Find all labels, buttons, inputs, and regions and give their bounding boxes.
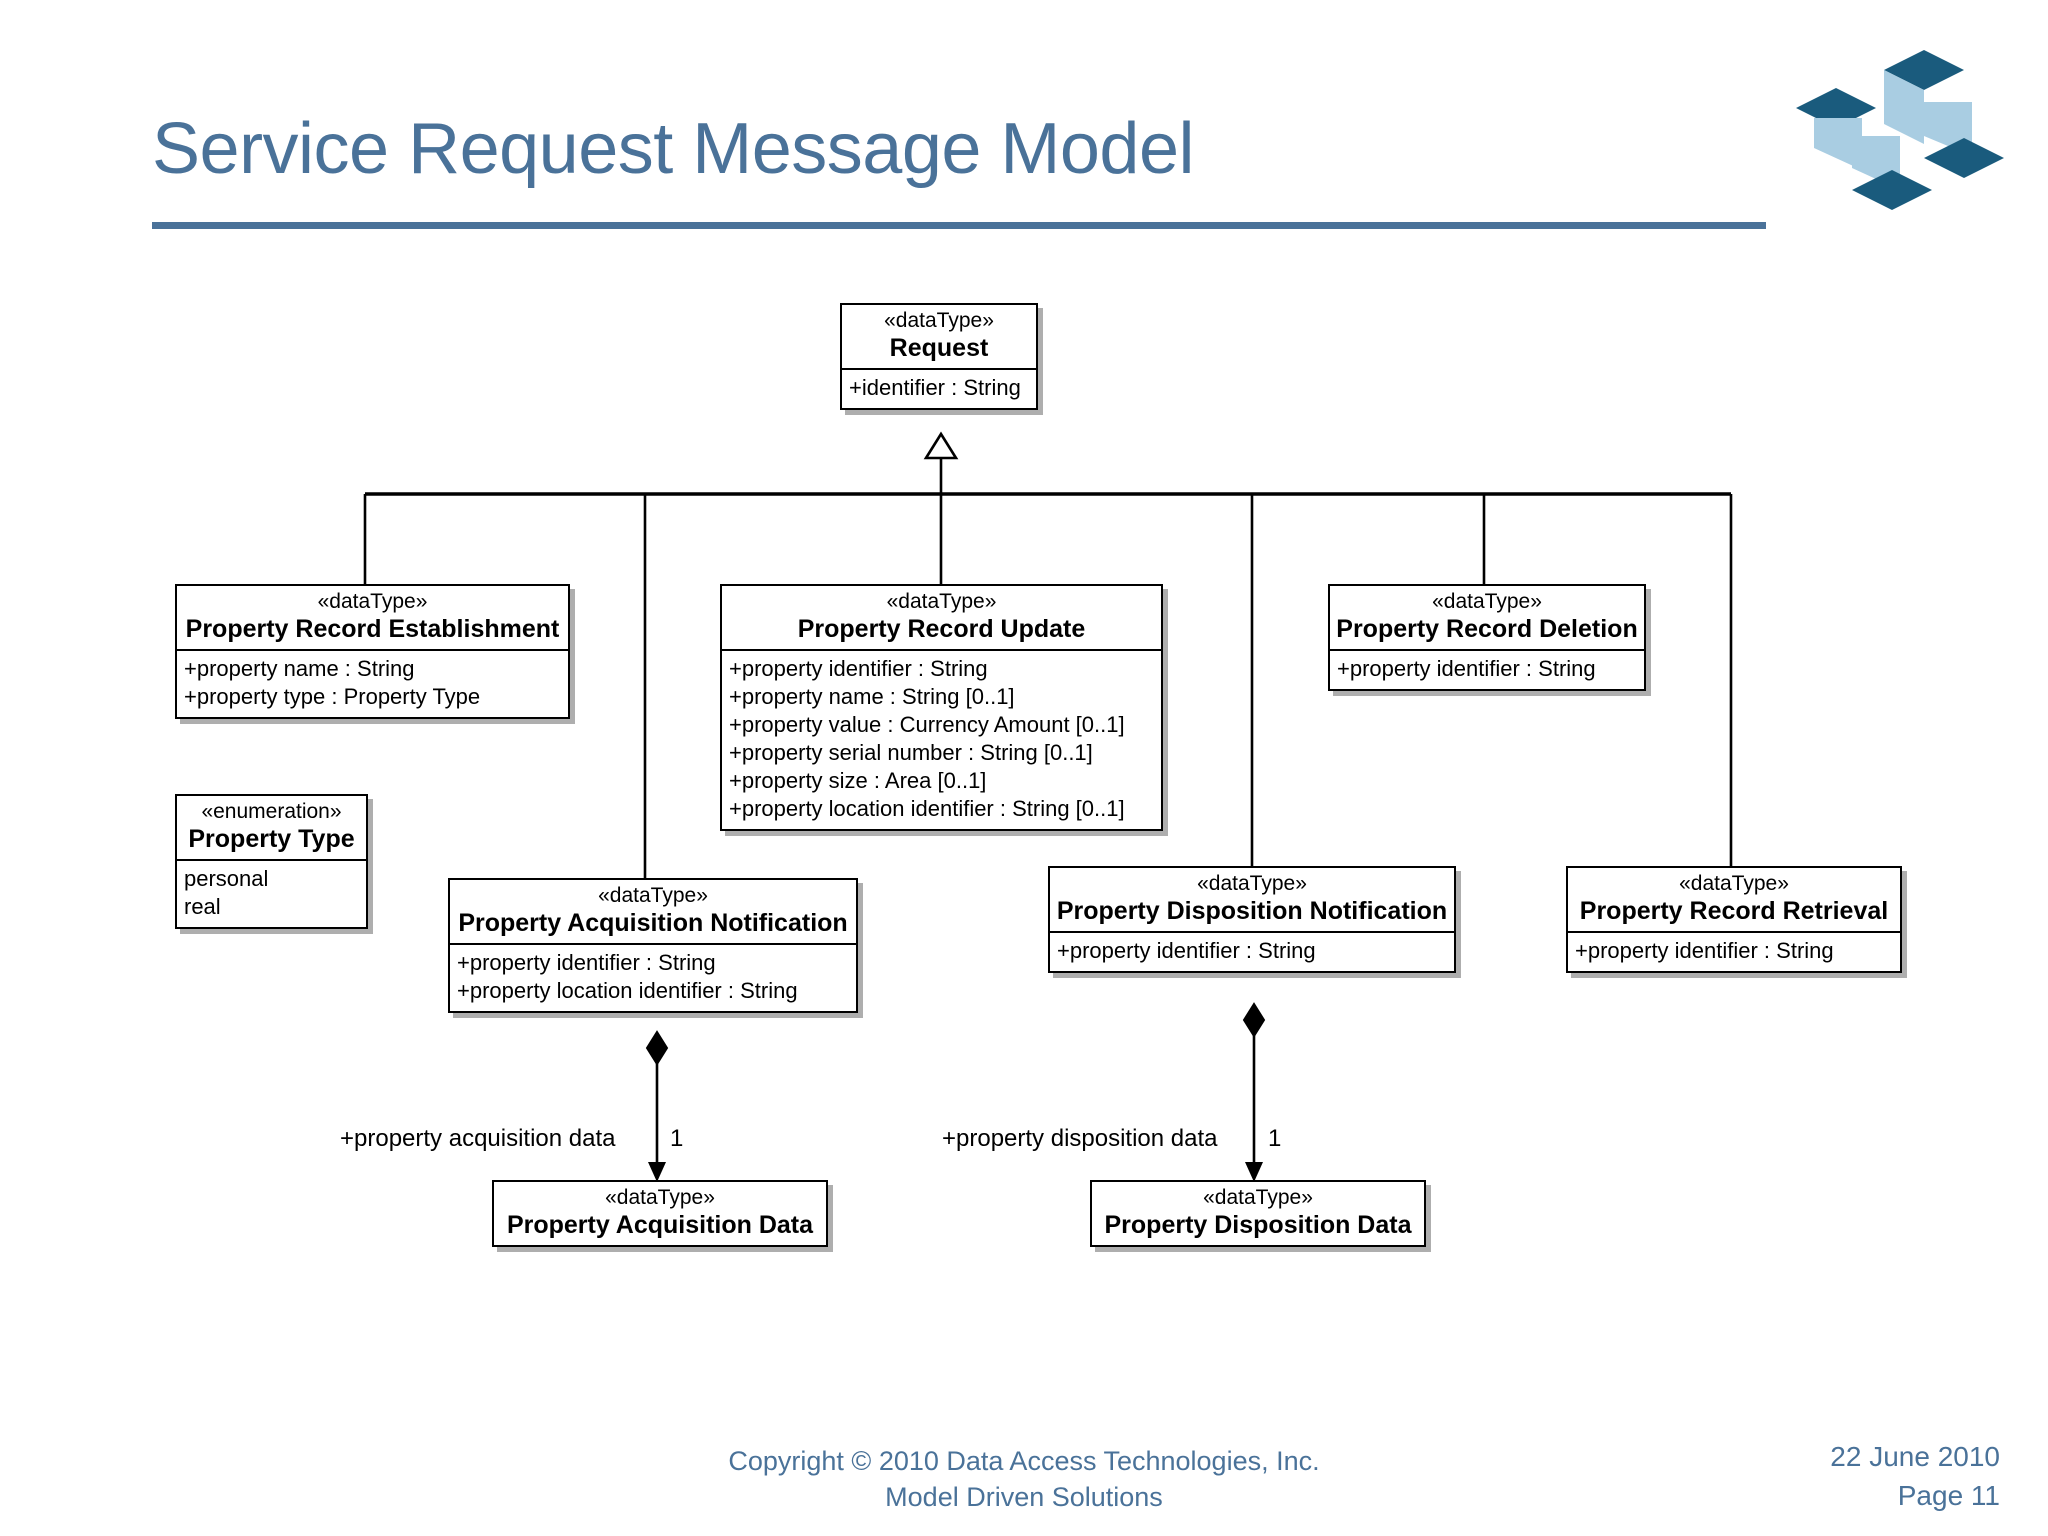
class-attribute: +property name : String [0..1] [729, 684, 1015, 710]
class-box-property-acquisition-notification[interactable]: «dataType» Property Acquisition Notifica… [448, 878, 858, 1014]
class-box-property-record-retrieval[interactable]: «dataType» Property Record Retrieval +pr… [1566, 866, 1902, 974]
enum-literal: personal [184, 866, 269, 892]
class-header: «dataType» Property Acquisition Data [494, 1182, 826, 1245]
class-box-property-acquisition-data[interactable]: «dataType» Property Acquisition Data [492, 1180, 828, 1248]
class-name: Property Acquisition Notification [458, 909, 848, 938]
arrowhead-disposition-icon [1245, 1162, 1263, 1182]
class-stereotype: «enumeration» [201, 800, 342, 823]
footer-copyright-line2: Model Driven Solutions [885, 1482, 1163, 1513]
class-attributes: +identifier : String [842, 370, 1036, 408]
arrowhead-acquisition-icon [648, 1162, 666, 1182]
class-stereotype: «dataType» [886, 590, 997, 613]
class-attributes: personal real [177, 861, 366, 927]
class-attributes: +property identifier : String [1050, 933, 1454, 971]
class-header: «dataType» Property Record Establishment [177, 586, 568, 652]
class-stereotype: «dataType» [1432, 590, 1542, 613]
class-attributes: +property identifier : String +property … [450, 945, 856, 1011]
class-attribute: +property identifier : String [729, 656, 988, 682]
class-attribute: +property serial number : String [0..1] [729, 739, 1093, 765]
class-box-request[interactable]: «dataType» Request +identifier : String [840, 303, 1038, 411]
class-attribute: +identifier : String [849, 375, 1021, 401]
class-attributes: +property name : String +property type :… [177, 651, 568, 717]
class-stereotype: «dataType» [1203, 1186, 1313, 1209]
class-name: Property Disposition Notification [1056, 897, 1448, 926]
class-name: Property Record Deletion [1336, 615, 1638, 644]
class-header: «dataType» Property Disposition Data [1092, 1182, 1424, 1245]
class-header: «dataType» Property Record Deletion [1330, 586, 1644, 652]
title-underline-rule [152, 222, 1766, 229]
class-box-property-record-establishment[interactable]: «dataType» Property Record Establishment… [175, 584, 570, 720]
association-role-label-acquisition: +property acquisition data [340, 1125, 616, 1152]
class-name: Property Record Establishment [185, 615, 560, 644]
class-attributes: +property identifier : String [1330, 651, 1644, 689]
class-header: «dataType» Property Acquisition Notifica… [450, 880, 856, 946]
company-logo-icon [1796, 50, 2004, 210]
class-name: Property Record Retrieval [1579, 897, 1889, 926]
footer-page-number: Page 11 [1897, 1479, 2000, 1511]
class-name: Property Acquisition Data [506, 1211, 814, 1240]
class-attribute: +property identifier : String [1057, 938, 1316, 964]
class-stereotype: «dataType» [598, 884, 708, 907]
association-multiplicity-disposition: 1 [1268, 1125, 1282, 1152]
class-stereotype: «dataType» [605, 1186, 715, 1209]
class-name: Property Record Update [797, 615, 1086, 644]
class-stereotype: «dataType» [317, 590, 428, 613]
class-attribute: +property name : String [184, 656, 415, 682]
class-attribute: +property location identifier : String [… [729, 795, 1125, 821]
class-box-property-record-deletion[interactable]: «dataType» Property Record Deletion +pro… [1328, 584, 1646, 692]
class-header: «dataType» Property Disposition Notifica… [1050, 868, 1454, 934]
class-header: «dataType» Property Record Retrieval [1568, 868, 1900, 934]
composition-diamond-acquisition-icon [645, 1030, 669, 1066]
class-header: «dataType» Request [842, 305, 1036, 371]
class-stereotype: «dataType» [1197, 872, 1307, 895]
enum-literal: real [184, 894, 221, 920]
class-attribute: +property type : Property Type [184, 684, 481, 710]
class-box-property-disposition-notification[interactable]: «dataType» Property Disposition Notifica… [1048, 866, 1456, 974]
class-name: Property Type [188, 825, 355, 854]
footer-date-text: 22 June 2010 [1830, 1441, 2000, 1472]
class-name: Request [889, 334, 989, 363]
footer-date-page: 22 June 2010 Page 11 [1830, 1438, 2000, 1515]
class-box-property-record-update[interactable]: «dataType» Property Record Update +prope… [720, 584, 1163, 831]
class-attribute: +property identifier : String [1575, 938, 1834, 964]
class-attribute: +property identifier : String [457, 950, 716, 976]
class-attribute: +property size : Area [0..1] [729, 767, 987, 793]
class-attribute: +property identifier : String [1337, 656, 1596, 682]
class-name: Property Disposition Data [1104, 1211, 1412, 1240]
class-attributes: +property identifier : String +property … [722, 651, 1161, 829]
association-multiplicity-acquisition: 1 [670, 1125, 684, 1152]
class-header: «enumeration» Property Type [177, 796, 366, 862]
class-box-property-disposition-data[interactable]: «dataType» Property Disposition Data [1090, 1180, 1426, 1248]
page-title: Service Request Message Model [152, 109, 1195, 189]
class-attribute: +property location identifier : String [457, 978, 798, 1004]
class-stereotype: «dataType» [884, 309, 994, 332]
composition-diamond-disposition-icon [1242, 1002, 1266, 1038]
class-stereotype: «dataType» [1679, 872, 1789, 895]
association-role-label-disposition: +property disposition data [942, 1125, 1218, 1152]
class-attribute: +property value : Currency Amount [0..1] [729, 712, 1125, 738]
class-box-property-type-enumeration[interactable]: «enumeration» Property Type personal rea… [175, 794, 368, 930]
footer-copyright: Copyright © 2010 Data Access Technologie… [0, 1443, 2048, 1516]
class-attributes: +property identifier : String [1568, 933, 1900, 971]
generalization-triangle-icon [923, 431, 959, 460]
class-header: «dataType» Property Record Update [722, 586, 1161, 652]
footer-copyright-line1: Copyright © 2010 Data Access Technologie… [728, 1446, 1320, 1476]
